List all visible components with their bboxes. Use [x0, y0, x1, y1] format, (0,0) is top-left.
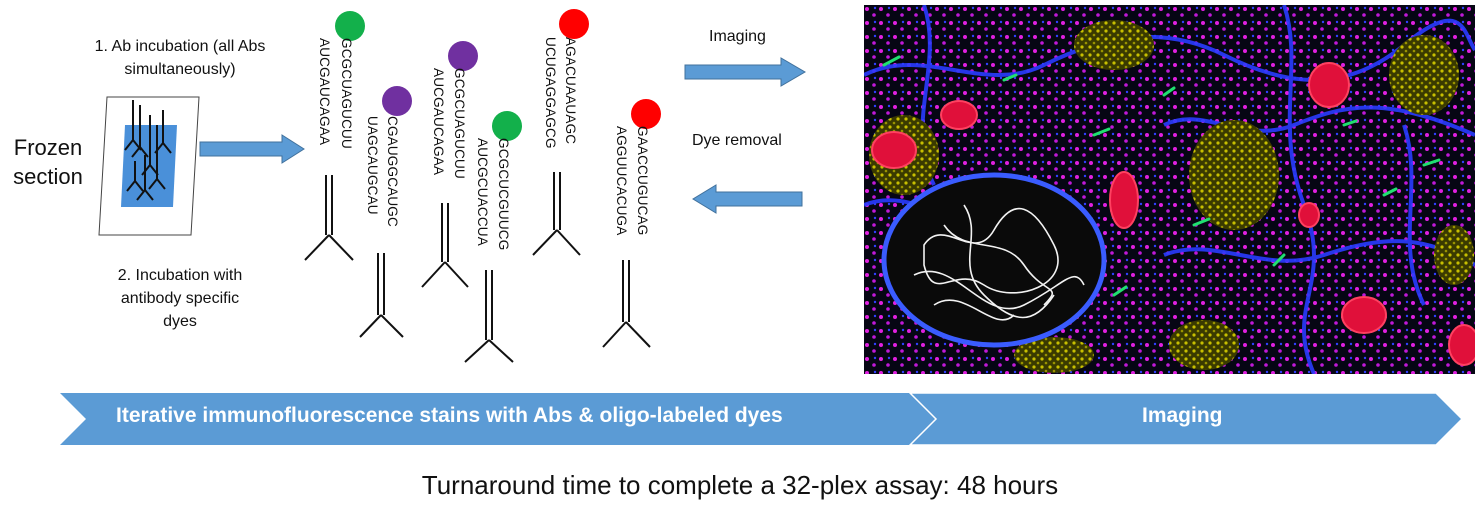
imaging-arrow-label: Imaging: [709, 28, 766, 45]
stain-banner-label: Iterative immunofluorescence stains with…: [116, 404, 783, 427]
ab6-strand1: GAACCUGUCAG: [635, 126, 650, 236]
process-banner: [60, 392, 1464, 446]
bound-antibodies: [124, 100, 172, 201]
antibody-stem: [359, 253, 404, 338]
ab1-strand1: GCGCUAGUCUU: [339, 38, 354, 149]
dye-dot-purple: [382, 86, 412, 116]
frozen-section-label: Frozen section: [0, 133, 96, 191]
ab2-strand1: CGAUGGCAUGC: [385, 116, 400, 227]
frozen-line1: Frozen: [13, 135, 83, 160]
antibody-stem: [464, 270, 514, 363]
frozen-line2: section: [13, 164, 83, 189]
antibody-stem: [304, 175, 354, 261]
dye-removal-label: Dye removal: [692, 132, 782, 149]
imaging-banner-label: Imaging: [1142, 404, 1223, 427]
ab3-strand2: AUCGAUCAGAA: [431, 68, 446, 176]
step2-line2: antibody specific: [120, 290, 240, 307]
ab2-strand2: UAGCAUGCAU: [365, 116, 380, 215]
arrow-to-antibodies: [199, 134, 305, 164]
dye-dot-green: [335, 11, 365, 41]
step2-text: 2. Incubation with antibody specific dye…: [60, 264, 300, 333]
dye-removal-arrow: [692, 184, 803, 214]
stain-chevron: [60, 393, 936, 445]
step1-line1: 1. Ab incubation (all Abs: [94, 38, 266, 55]
turnaround-caption: Turnaround time to complete a 32-plex as…: [421, 470, 1059, 500]
slide-illustration: [98, 96, 200, 236]
step1-line2: simultaneously): [124, 61, 236, 78]
ab1-strand2: AUCGAUCAGAA: [317, 38, 332, 146]
imaging-chevron: [908, 392, 1464, 446]
ab5-strand2: UCUGAGGAGCG: [543, 37, 558, 149]
ab6-strand2: AGGUUCACUGA: [614, 126, 629, 236]
step2-line1: 2. Incubation with: [117, 267, 243, 284]
antibody-stem: [421, 203, 469, 288]
ab4-strand1: GCGCUCGUUCG: [496, 138, 511, 251]
step2-line3: dyes: [163, 313, 197, 330]
ab4-strand2: AUCGCUACCUA: [475, 138, 490, 246]
ab3-strand1: GCGCUAGUCUU: [452, 68, 467, 179]
ab5-strand1: AGACUAAUAGC: [563, 37, 578, 145]
imaging-arrow: [684, 57, 806, 87]
antibody-stem: [602, 260, 651, 348]
antibody-stem: [532, 172, 581, 256]
antibody-group: [304, 9, 661, 363]
dye-dot-purple: [448, 41, 478, 71]
dye-dot-red: [559, 9, 589, 39]
dye-dot-red: [631, 99, 661, 129]
fluorescence-image: [864, 5, 1475, 374]
dye-dot-green: [492, 111, 522, 141]
step1-text: 1. Ab incubation (all Abs simultaneously…: [60, 35, 300, 81]
